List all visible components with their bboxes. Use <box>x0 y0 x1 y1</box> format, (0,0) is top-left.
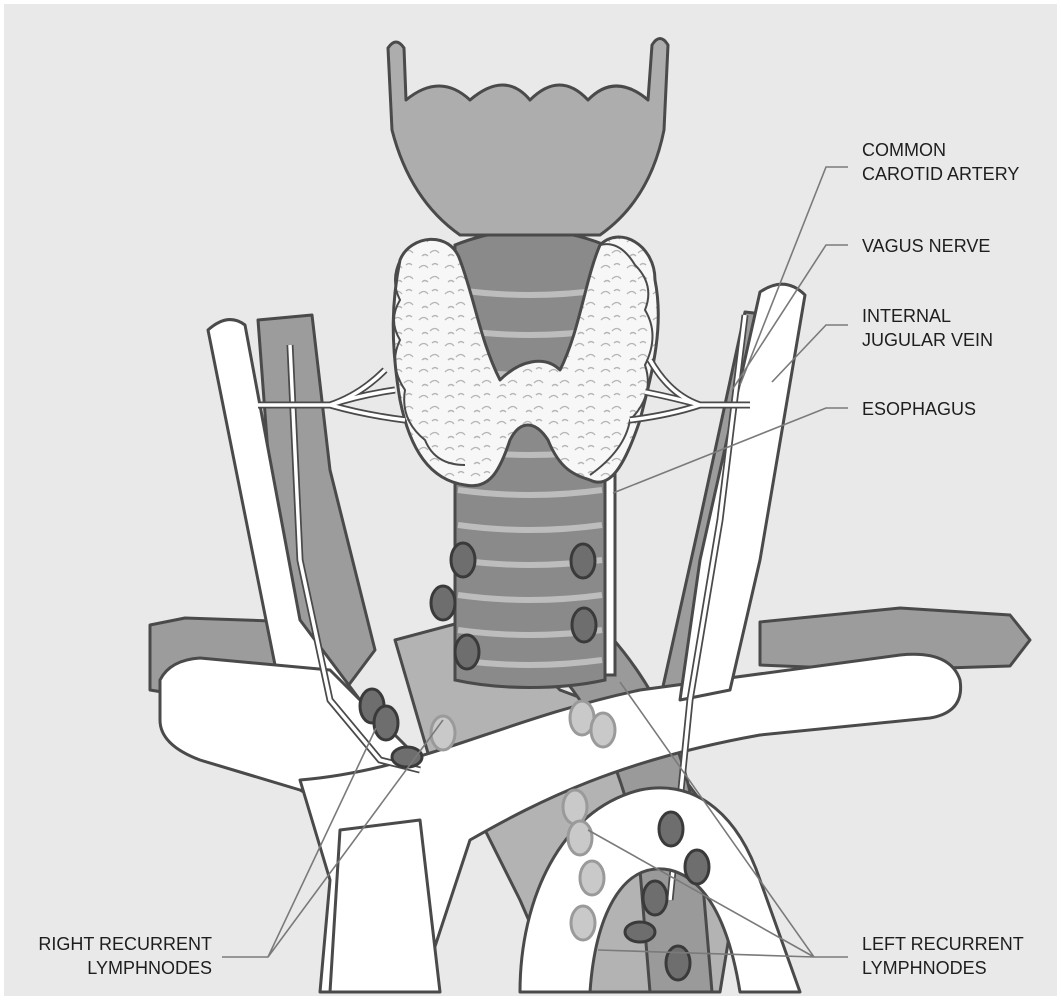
lymph-node <box>572 608 596 642</box>
label-text: RIGHT RECURRENT <box>38 934 212 954</box>
label-text: INTERNAL <box>862 306 951 326</box>
lymph-node <box>374 706 398 740</box>
lymph-node <box>625 922 655 942</box>
label-text: CAROTID ARTERY <box>862 164 1019 184</box>
label-text: LEFT RECURRENT <box>862 934 1024 954</box>
lymph-node <box>563 790 587 824</box>
lymph-node <box>571 906 595 940</box>
lymph-node <box>392 747 422 767</box>
lymph-node <box>571 544 595 578</box>
superior-vena-cava <box>330 820 440 992</box>
lymph-node <box>451 543 475 577</box>
lymph-node <box>659 812 683 846</box>
label-text: JUGULAR VEIN <box>862 330 993 350</box>
label-text: LYMPHNODES <box>862 958 987 978</box>
label-text: LYMPHNODES <box>87 958 212 978</box>
lymph-node <box>643 881 667 915</box>
lymph-node <box>455 635 479 669</box>
label-vagus-nerve: VAGUS NERVE <box>862 236 990 256</box>
lymph-node <box>580 861 604 895</box>
label-text: COMMON <box>862 140 946 160</box>
lymph-node <box>666 946 690 980</box>
lymph-node <box>591 713 615 747</box>
lymph-node <box>568 821 592 855</box>
label-esophagus: ESOPHAGUS <box>862 399 976 419</box>
lymph-node <box>685 850 709 884</box>
lymph-node <box>431 586 455 620</box>
